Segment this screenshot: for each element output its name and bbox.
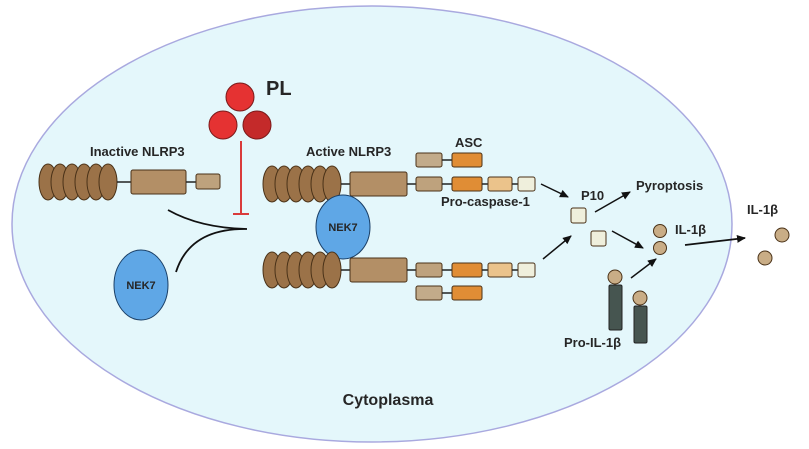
nek7-active: [315, 194, 371, 260]
il1b-outer-label: IL-1β: [747, 202, 778, 217]
pro-il1b: [607, 269, 648, 344]
p10-label: P10: [581, 188, 604, 203]
arrow-to-p10-top: [540, 183, 569, 198]
active-nlrp3-label: Active NLRP3: [306, 144, 391, 159]
asc-top: [415, 152, 483, 168]
pro-il1b-label: Pro-IL-1β: [564, 335, 621, 350]
cytoplasma-label: Cytoplasma: [343, 392, 434, 409]
active-nlrp3-top: [262, 165, 536, 203]
pro-caspase-label: Pro-caspase-1: [441, 194, 530, 209]
p10-fragment-1: [570, 207, 587, 224]
cell-cytoplasm: [11, 5, 733, 443]
il1b-outer-ball-2: [757, 250, 773, 266]
il1b-outer-ball-1: [774, 227, 790, 243]
asc-label: ASC: [455, 135, 483, 150]
arrow-to-p10-bottom: [542, 235, 572, 260]
binding-curve: [167, 209, 248, 273]
arrow-pro-il1b-to-il1b: [630, 258, 657, 279]
nek7-free-label: NEK7: [126, 280, 155, 292]
active-nlrp3-bottom: [262, 251, 536, 289]
nacht-domain: [130, 169, 187, 195]
nek7-active-label: NEK7: [328, 222, 357, 234]
il1b-inner-label: IL-1β: [675, 222, 706, 237]
pl-molecules: [208, 82, 272, 140]
inactive-nlrp3-label: Inactive NLRP3: [90, 144, 185, 159]
asc-bottom: [415, 285, 483, 301]
inactive-nlrp3: [38, 163, 221, 201]
inhibition-arrow: [233, 141, 249, 215]
arrow-p10-to-il1b: [611, 230, 644, 249]
lrr-domain: [38, 163, 118, 201]
pyd-domain: [195, 173, 221, 190]
arrow-to-pyroptosis: [594, 191, 631, 213]
il1b-inner-ball-1: [653, 224, 667, 238]
nek7-free: [113, 249, 169, 321]
arrow-secretion: [684, 234, 746, 246]
il1b-inner-ball-2: [653, 241, 667, 255]
p10-fragment-2: [590, 230, 607, 247]
pyroptosis-label: Pyroptosis: [636, 178, 703, 193]
pl-label: PL: [266, 78, 292, 100]
